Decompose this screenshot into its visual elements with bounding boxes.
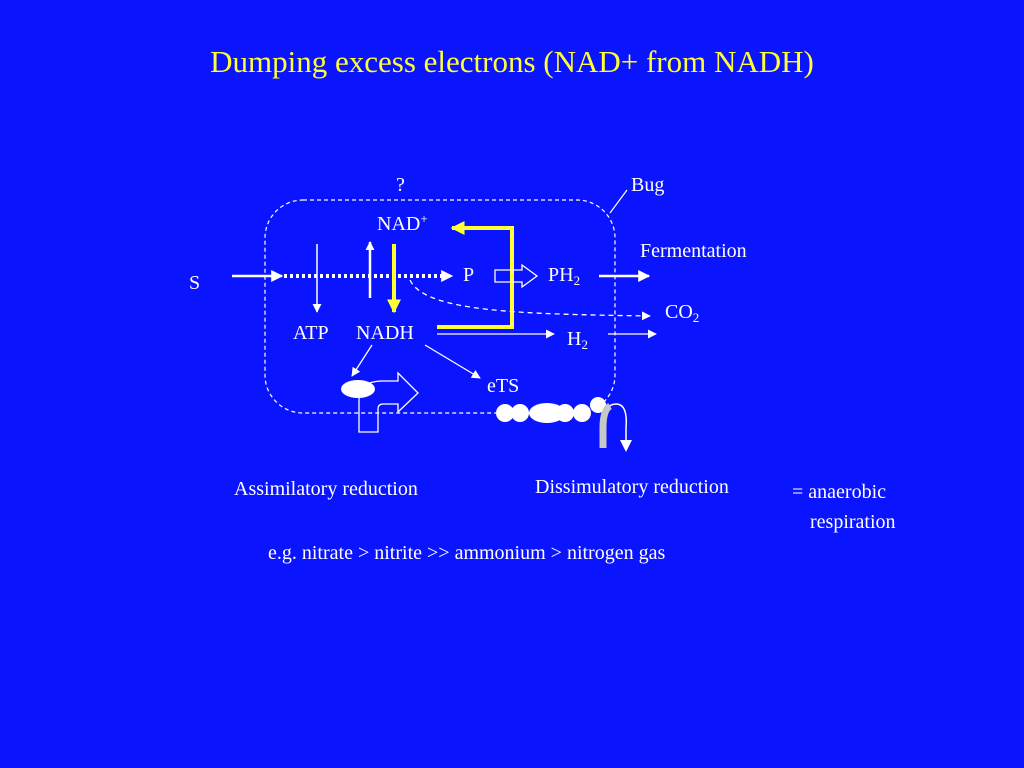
nadh-to-assimilation-arrow [351, 344, 373, 377]
ph2-label: PH2 [548, 264, 581, 288]
assimilatory-caption: Assimilatory reduction [234, 478, 418, 500]
nadh-to-ets-arrow [424, 344, 481, 379]
dissimulatory-arrow-band [599, 402, 613, 448]
dissimulatory-arrowhead [620, 440, 632, 452]
bug-label: Bug [631, 174, 665, 196]
co2-dashed-curve [409, 279, 651, 321]
co2-label: CO2 [665, 301, 700, 325]
dissimulatory-caption: Dissimulatory reduction [535, 476, 729, 498]
nad-plus-label: NAD+ [377, 211, 428, 235]
p-label: P [463, 264, 475, 286]
bug-pointer-line [609, 189, 628, 214]
ph2-sub: 2 [573, 273, 581, 288]
h2-label: H2 [567, 328, 588, 352]
assimilatory-bent-arrow [358, 371, 419, 433]
s-label: S [189, 272, 201, 294]
cell-boundary [264, 199, 616, 414]
h2-sub: 2 [581, 337, 588, 352]
ets-chain [496, 397, 606, 423]
nadh-label: NADH [356, 322, 414, 344]
p-to-ph2-block-arrow [494, 263, 539, 289]
ets-label: eTS [487, 375, 520, 397]
fermentation-label: Fermentation [640, 240, 747, 262]
anaerobic-caption-line2: respiration [810, 511, 896, 533]
question-mark-label: ? [396, 174, 405, 196]
nad-plus-sup: + [420, 211, 428, 226]
anaerobic-caption-line1: = anaerobic [792, 481, 887, 503]
example-caption: e.g. nitrate > nitrite >> ammonium > nit… [268, 542, 666, 564]
nadh-regeneration-loop [437, 221, 514, 329]
co2-sub: 2 [692, 310, 700, 325]
slide-title: Dumping excess electrons (NAD+ from NADH… [210, 44, 814, 79]
atp-label: ATP [293, 322, 329, 344]
